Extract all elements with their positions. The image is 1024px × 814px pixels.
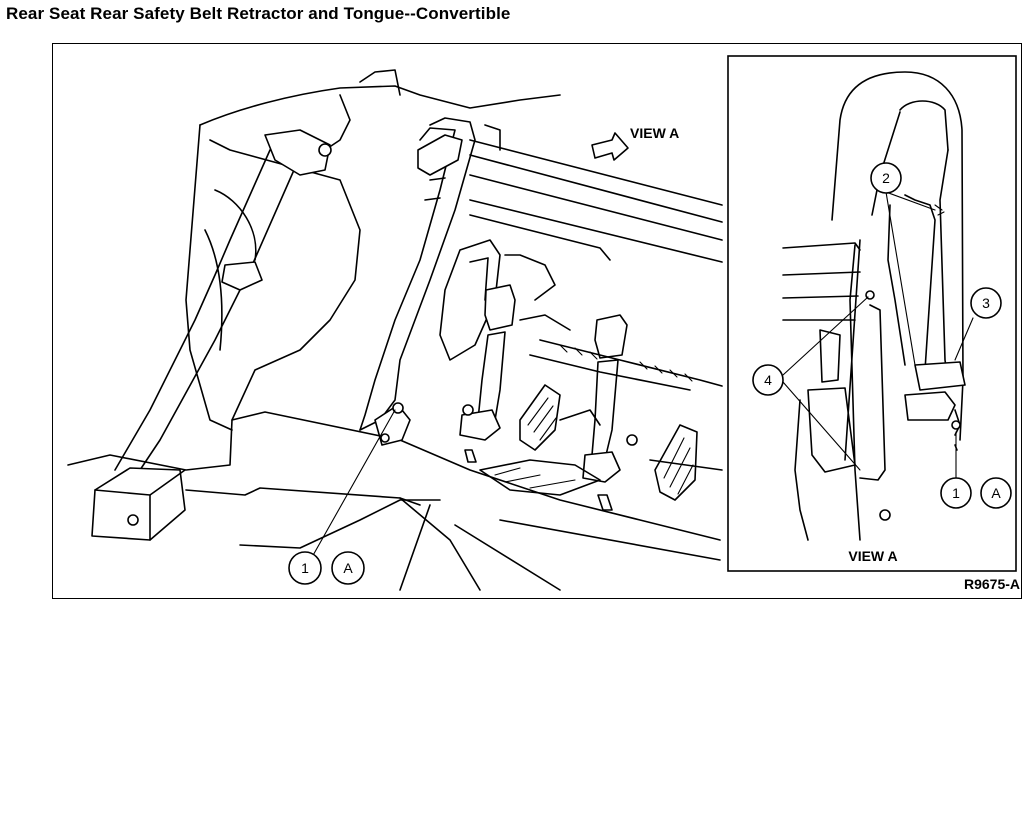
svg-text:A: A: [991, 485, 1001, 501]
inset-panel-edge: [849, 244, 861, 541]
trim-panel-left-edge: [185, 124, 233, 431]
seat-bracket-left: [519, 384, 561, 451]
buckle-cluster: [479, 459, 601, 496]
figure-id: R9675-A: [964, 576, 1020, 592]
inset-tongue: [904, 391, 956, 421]
inset-view-a: 2 3 4 1 A VIEW A: [727, 55, 1017, 572]
svg-text:A: A: [343, 560, 353, 576]
seat-floor-edge: [67, 411, 721, 541]
inset-pillar-inner-top: [899, 100, 949, 151]
inset-frame: [727, 55, 1017, 572]
main-view: VIEW A 1 A: [67, 69, 723, 591]
upper-trim-edge: [199, 85, 561, 126]
inset-belt-clip: [914, 361, 966, 391]
callout-inset-2: 2: [870, 162, 902, 194]
left-belt-strap-inner: [114, 149, 271, 471]
callout-main-1: 1: [288, 551, 322, 585]
left-anchor-block: [91, 467, 186, 541]
callout-inset-A: A: [980, 477, 1012, 509]
callout-inset-1: 1: [940, 477, 972, 509]
callout-inset-3: 3: [970, 287, 1002, 319]
inset-pillar-outer: [831, 71, 964, 441]
left-belt-clip: [221, 261, 263, 291]
seat-bracket-right: [654, 424, 698, 501]
buckle-bracket-1: [459, 409, 501, 441]
inset-anchor-bolt: [951, 420, 961, 430]
roof-bar-top: [469, 139, 723, 206]
leader-line-main: [306, 409, 396, 567]
diagram-title: Rear Seat Rear Safety Belt Retractor and…: [6, 4, 511, 23]
svg-text:1: 1: [301, 560, 309, 576]
belt-tongue-2: [594, 314, 628, 359]
callout-main-A: A: [331, 551, 365, 585]
anchor-bolt: [392, 402, 404, 414]
belt-tongue-1: [484, 284, 516, 331]
svg-text:2: 2: [882, 170, 890, 186]
roof-bar-bottom: [469, 199, 723, 263]
view-a-pointer-label: VIEW A: [630, 125, 679, 141]
trim-panel-inner: [209, 139, 361, 421]
svg-text:1: 1: [952, 485, 960, 501]
leader-4a: [782, 296, 869, 376]
center-belt-guide: [417, 134, 463, 176]
buckle-bracket-2: [582, 451, 621, 483]
center-pillar-outer: [359, 117, 476, 431]
svg-text:4: 4: [764, 372, 772, 388]
inset-caption: VIEW A: [848, 548, 897, 564]
center-pillar-inner: [359, 127, 456, 431]
retractor-housing: [439, 239, 501, 361]
left-belt-guide: [264, 129, 331, 176]
leader-4b: [782, 381, 861, 471]
callout-inset-4: 4: [752, 364, 784, 396]
view-a-arrow: [591, 132, 629, 161]
center-anchor-bracket: [374, 404, 411, 446]
belt-strap-1: [477, 331, 506, 421]
svg-text:3: 3: [982, 295, 990, 311]
